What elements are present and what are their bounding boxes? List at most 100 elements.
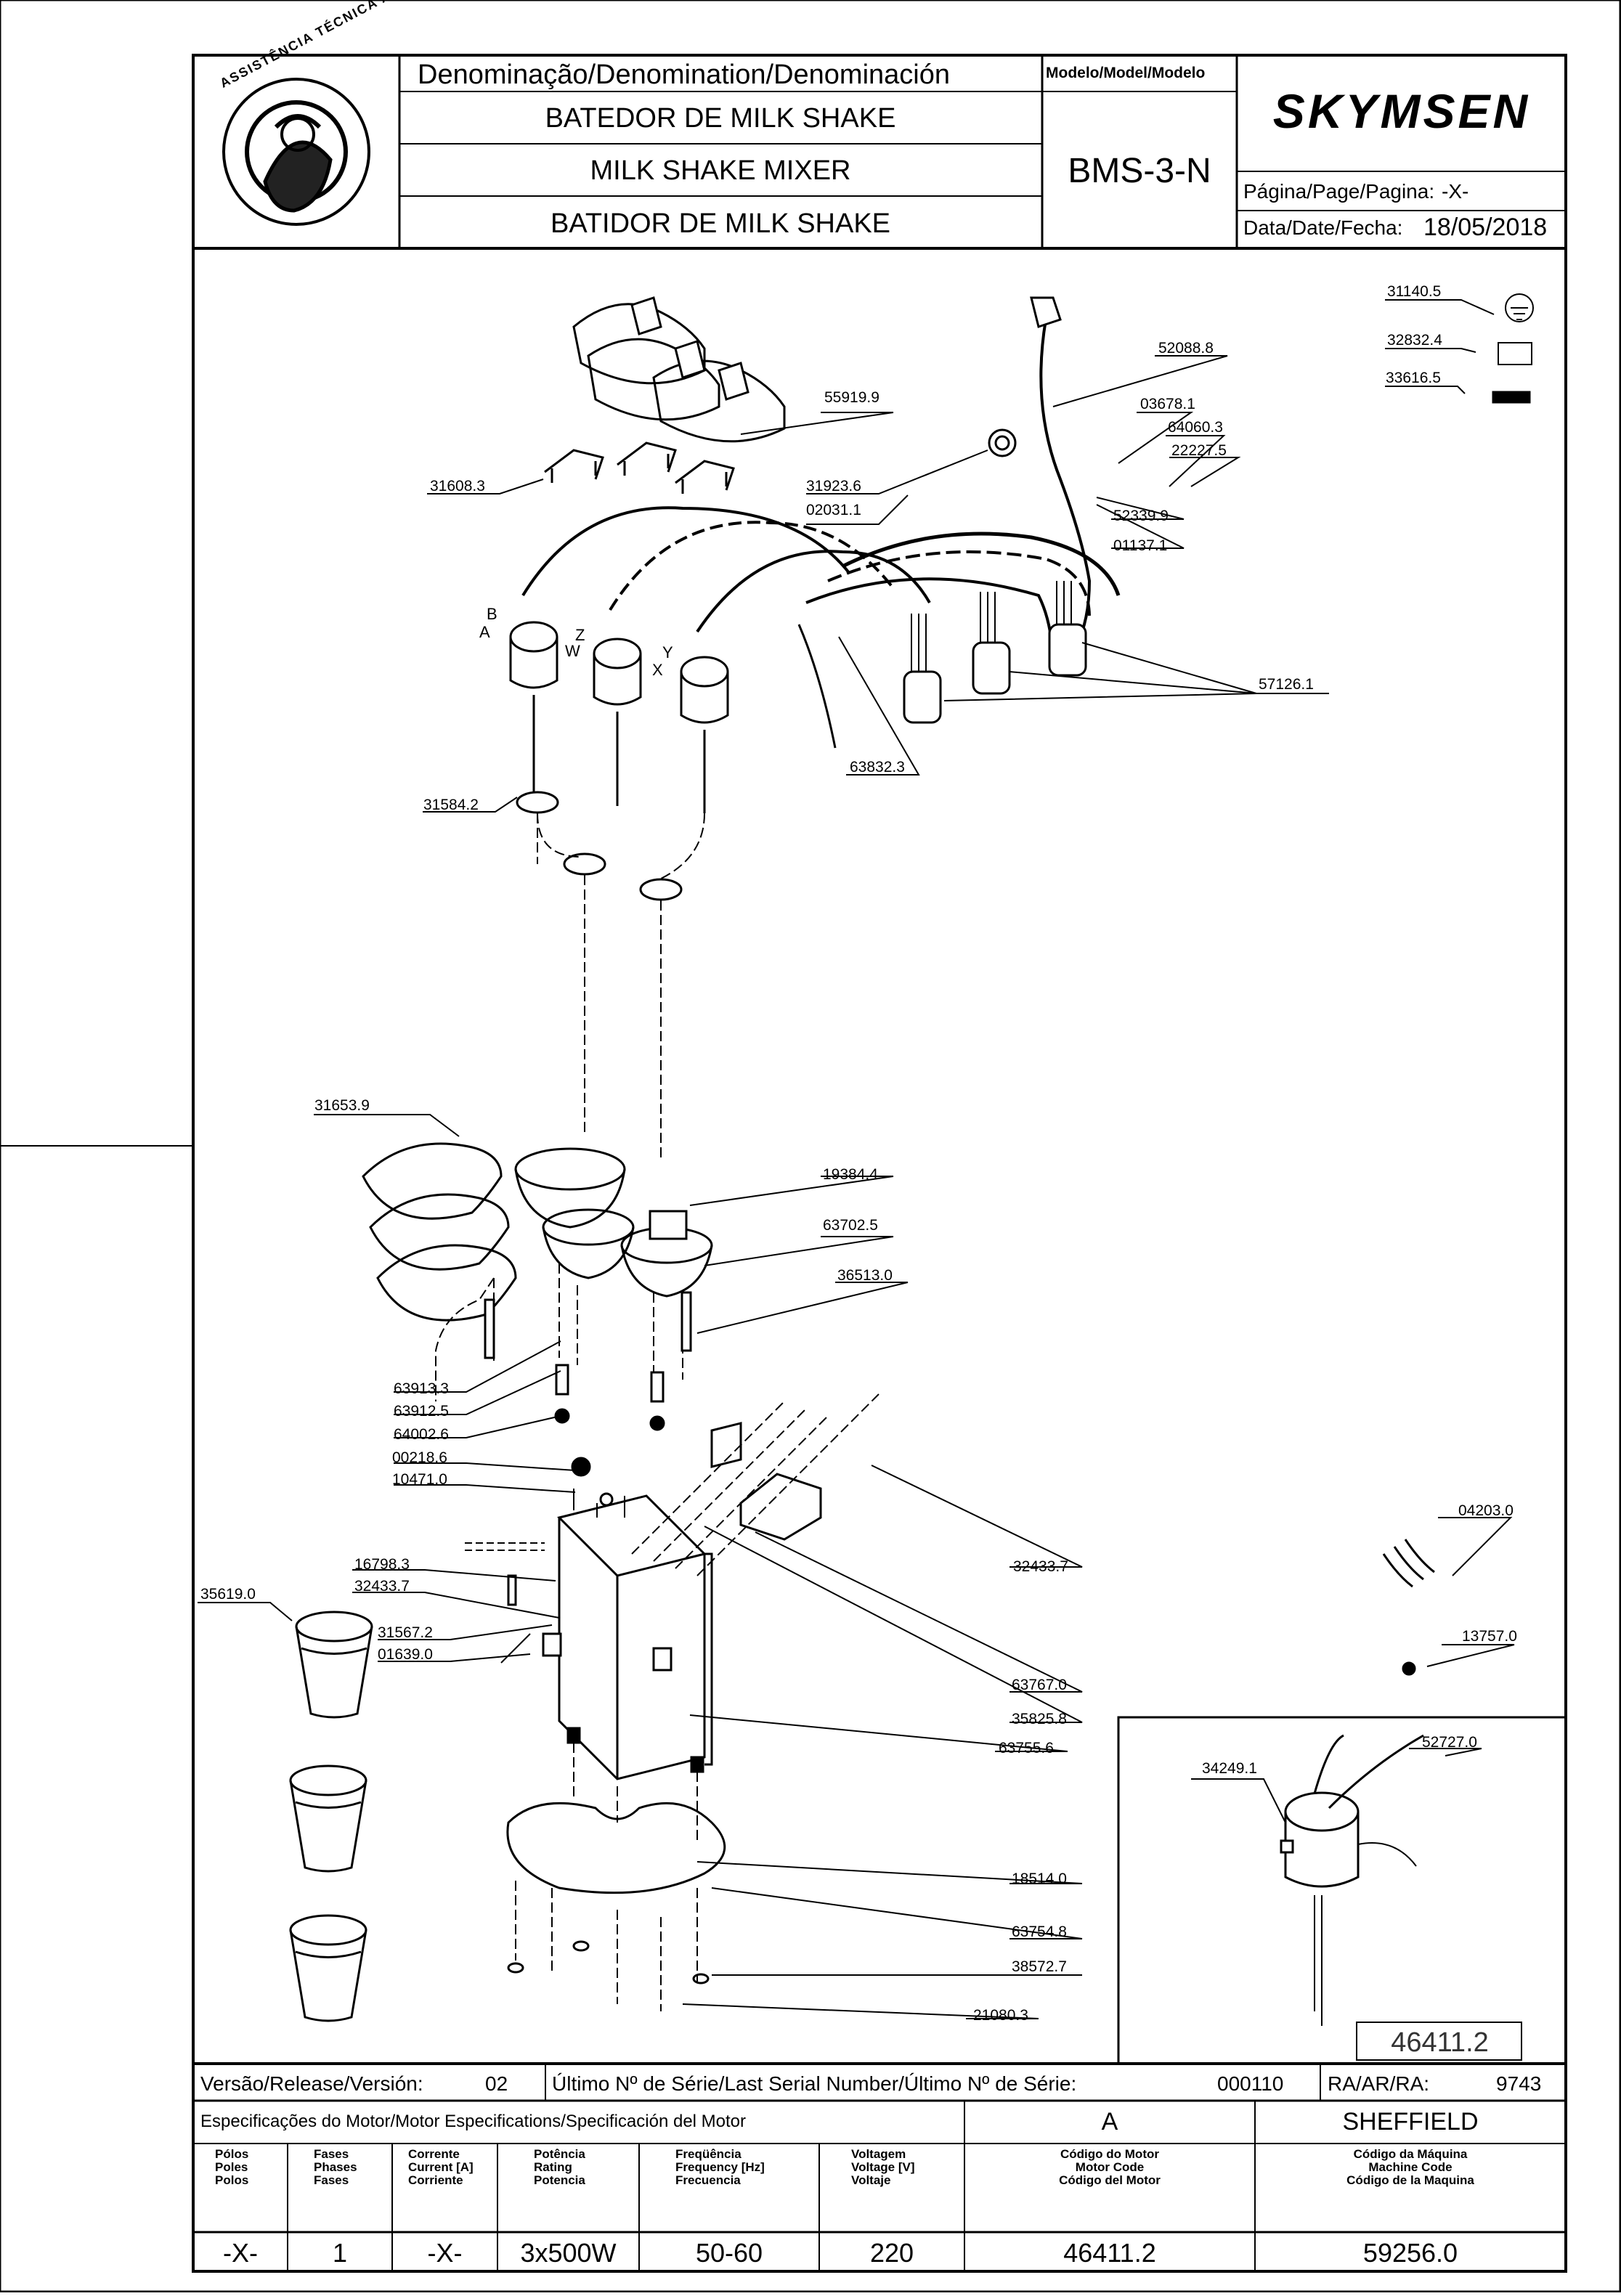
- inset-motor: [1280, 1734, 1424, 2026]
- col-motor-code-es: Código del Motor: [1059, 2173, 1161, 2187]
- part-label: 63913.3: [394, 1380, 449, 1397]
- part-label: 63755.6: [999, 1740, 1054, 1756]
- part-label: 18514.0: [1012, 1870, 1067, 1887]
- col-motor-code-en: Motor Code: [1075, 2160, 1145, 2174]
- part-label: 55919.9: [824, 389, 879, 406]
- part-label: 10471.0: [392, 1471, 447, 1488]
- value-frequency: 50-60: [695, 2238, 763, 2268]
- wire-letter-x: X: [652, 661, 663, 679]
- part-label: 52727.0: [1422, 1734, 1477, 1751]
- value-poles: -X-: [223, 2238, 258, 2268]
- part-label: 31923.6: [806, 478, 861, 494]
- part-label: 31653.9: [314, 1097, 370, 1114]
- part-label: 13757.0: [1462, 1628, 1517, 1645]
- serial-value: 000110: [1217, 2072, 1284, 2095]
- col-machine-code-pt: Código da Máquina: [1353, 2147, 1468, 2161]
- part-label: 32433.7: [1013, 1558, 1068, 1575]
- part-label: 33616.5: [1386, 370, 1441, 386]
- wire-letter-w: W: [565, 642, 580, 660]
- cup-3: [289, 1914, 367, 2022]
- product-name-en: MILK SHAKE MIXER: [590, 155, 851, 186]
- part-label: 00218.6: [392, 1449, 447, 1466]
- cup-1: [295, 1611, 373, 1719]
- motor-3: [680, 656, 729, 813]
- exploded-view: [289, 293, 1534, 2026]
- part-label: 03678.1: [1140, 396, 1195, 412]
- part-label: 31608.3: [430, 478, 485, 494]
- col-frequency-es: Frecuencia: [675, 2173, 741, 2187]
- serial-label: Último Nº de Série/Last Serial Number/Úl…: [552, 2072, 1077, 2095]
- part-label: 63832.3: [850, 759, 905, 775]
- part-label: 64002.6: [394, 1426, 449, 1443]
- part-label: 32832.4: [1387, 332, 1442, 349]
- part-label: 35825.8: [1012, 1711, 1067, 1727]
- part-label: 31584.2: [423, 797, 479, 813]
- col-phases-pt: Fases: [314, 2147, 349, 2161]
- part-label: 52339.9: [1113, 508, 1169, 524]
- denomination-label: Denominação/Denomination/Denominación: [418, 60, 950, 90]
- motor-cover-group: [572, 296, 786, 443]
- switch-group: [903, 581, 1087, 724]
- wire-letter-z: Z: [575, 626, 585, 644]
- brand-logo: SKYMSEN: [1272, 84, 1531, 138]
- value-rating: 3x500W: [520, 2238, 617, 2268]
- col-machine-code-es: Código de la Maquina: [1346, 2173, 1474, 2187]
- part-label: 63754.8: [1012, 1923, 1067, 1940]
- model-label: Modelo/Model/Modelo: [1046, 65, 1206, 81]
- col-poles-en: Poles: [215, 2160, 248, 2174]
- col-poles-es: Polos: [215, 2173, 249, 2187]
- version-value: 02: [485, 2072, 508, 2095]
- motor-brand: SHEFFIELD: [1342, 2108, 1479, 2136]
- col-current-pt: Corrente: [408, 2147, 460, 2161]
- part-label: 31140.5: [1387, 283, 1442, 300]
- part-label: 63702.5: [823, 1217, 878, 1234]
- value-machine-code: 59256.0: [1362, 2238, 1458, 2268]
- part-label: 57126.1: [1259, 676, 1314, 693]
- value-phases: 1: [332, 2238, 348, 2268]
- wire-letter-y: Y: [662, 643, 673, 661]
- part-label: 32433.7: [354, 1578, 410, 1595]
- product-name-es: BATIDOR DE MILK SHAKE: [550, 208, 891, 239]
- version-label: Versão/Release/Versión:: [200, 2072, 423, 2095]
- col-rating-es: Potencia: [534, 2173, 585, 2187]
- leader-lines: [198, 299, 1515, 2019]
- col-current-en: Current [A]: [408, 2160, 474, 2174]
- part-label: 02031.1: [806, 502, 861, 518]
- motor-2: [593, 638, 642, 806]
- col-rating-pt: Potência: [534, 2147, 585, 2161]
- part-label: 01137.1: [1113, 537, 1168, 554]
- drawing-frame: [192, 54, 1567, 2273]
- col-voltage-pt: Voltagem: [851, 2147, 906, 2161]
- col-motor-code-pt: Código do Motor: [1060, 2147, 1159, 2161]
- date-value: 18/05/2018: [1423, 213, 1548, 241]
- col-voltage-es: Voltaje: [851, 2173, 891, 2187]
- ra-value: 9743: [1496, 2072, 1542, 2095]
- part-label: 31567.2: [378, 1624, 433, 1641]
- col-poles-pt: Pólos: [215, 2147, 249, 2161]
- col-voltage-en: Voltage [V]: [851, 2160, 915, 2174]
- part-label: 63767.0: [1012, 1677, 1067, 1693]
- page-value: -X-: [1442, 180, 1469, 203]
- wire-letter-b: B: [487, 605, 497, 623]
- part-label: 34249.1: [1202, 1760, 1257, 1777]
- wire-letter-a: A: [479, 623, 490, 641]
- authorized-service-seal-icon: [222, 78, 370, 226]
- value-current: -X-: [427, 2238, 463, 2268]
- col-frequency-pt: Freqüência: [675, 2147, 742, 2161]
- part-label: 35619.0: [200, 1586, 256, 1603]
- col-rating-en: Rating: [534, 2160, 572, 2174]
- model-value: BMS-3-N: [1068, 152, 1211, 190]
- cup-holder-stack: [362, 1142, 517, 1401]
- main-column-housing: [542, 1494, 713, 1780]
- part-label: 04203.0: [1458, 1502, 1514, 1519]
- col-frequency-en: Frequency [Hz]: [675, 2160, 765, 2174]
- product-name-pt: BATEDOR DE MILK SHAKE: [545, 103, 896, 134]
- date-label: Data/Date/Fecha:: [1243, 216, 1403, 239]
- cup-2: [289, 1764, 367, 1873]
- inset-code: 46411.2: [1391, 2027, 1489, 2058]
- part-label: 19384.4: [823, 1166, 878, 1183]
- motor-spec-label: Especificações do Motor/Motor Especifica…: [200, 2112, 747, 2131]
